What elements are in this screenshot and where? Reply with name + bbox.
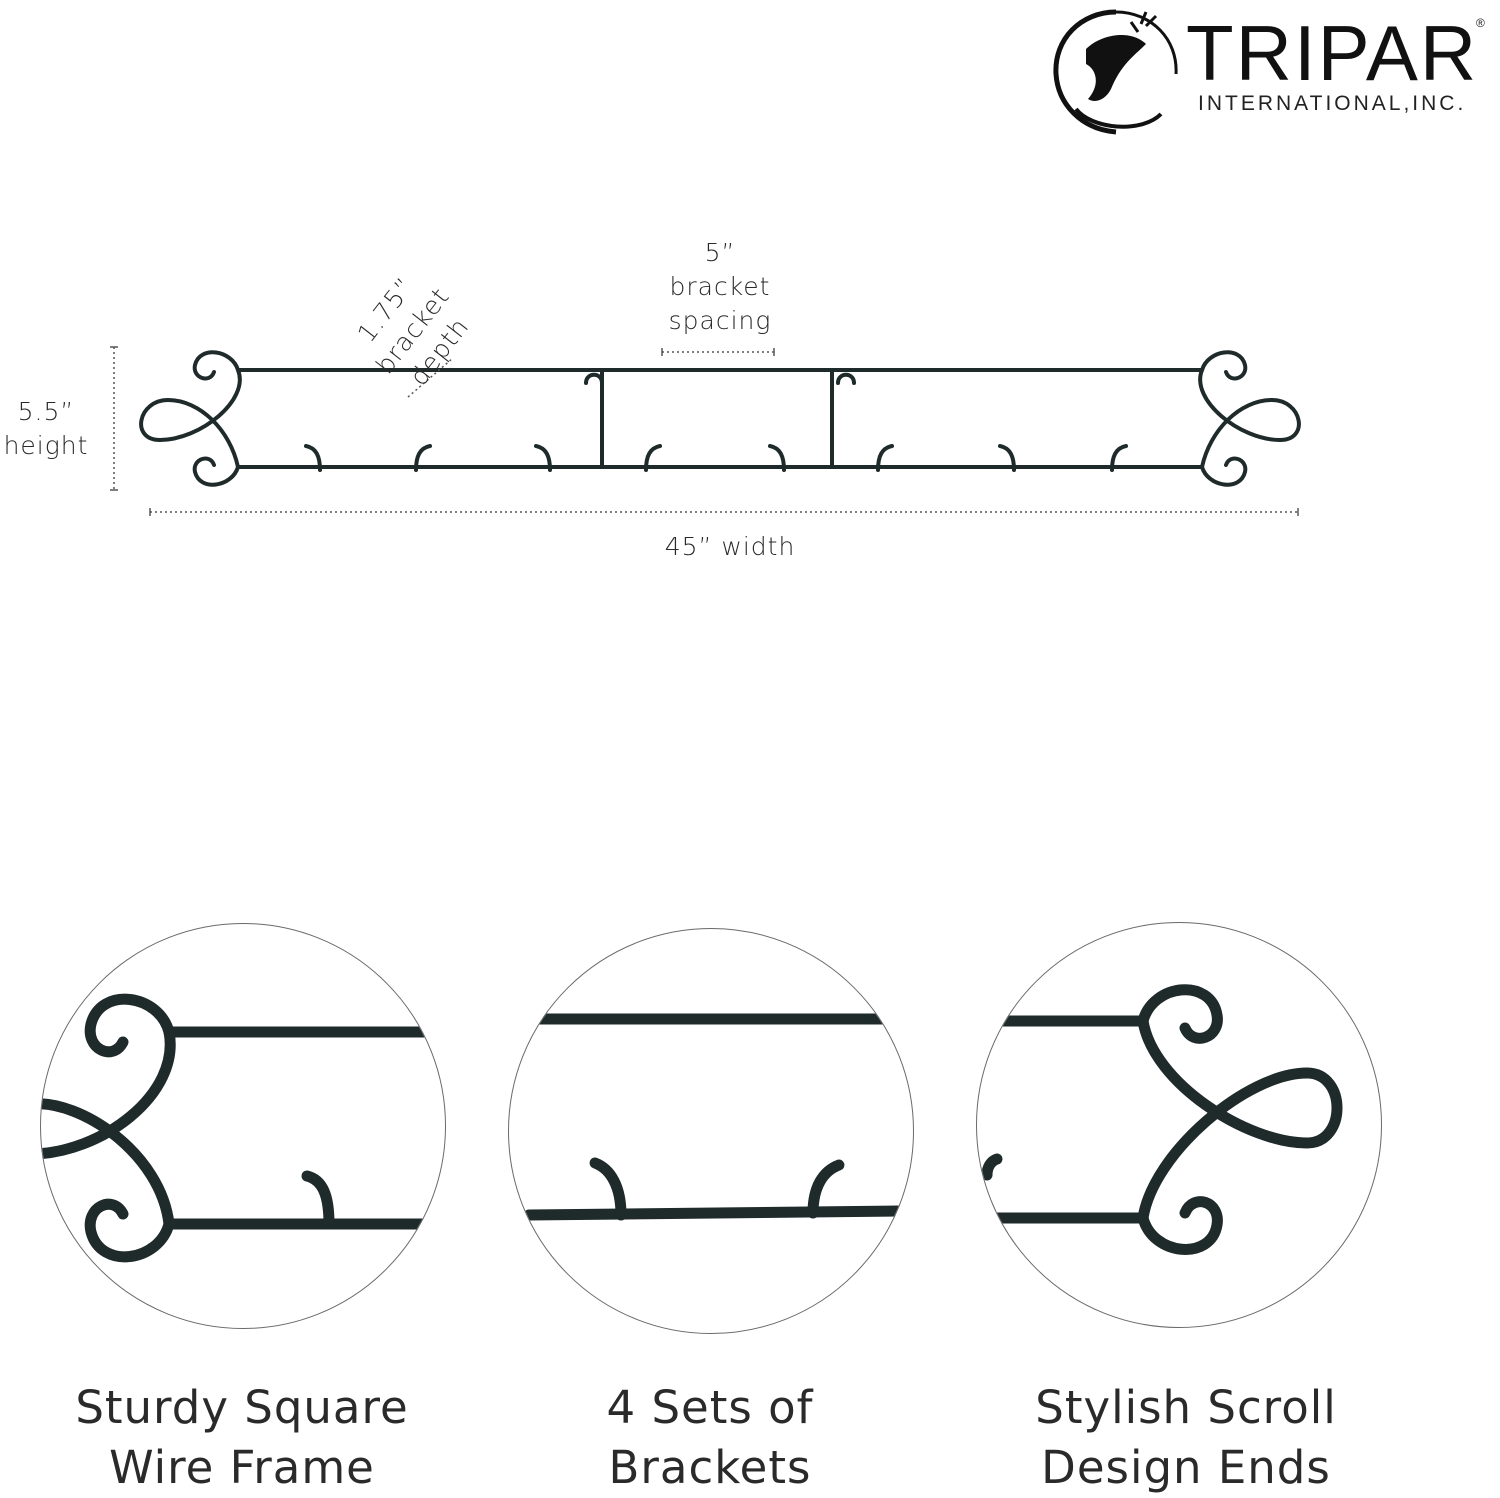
registered-mark: ® [1476,16,1485,30]
deer-emblem-icon [1053,9,1178,135]
feature-caption-line-1: Stylish Scroll [1035,1381,1337,1434]
frame-detail-image [41,993,445,1263]
rack-frame [139,350,1301,487]
brand-logo: TRIPAR ® INTERNATIONAL,INC. [1046,4,1496,139]
feature-caption-line-2: Design Ends [1041,1441,1331,1494]
detail-brackets-circle [508,928,914,1334]
detail-frame-circle [40,923,446,1329]
dimension-lines [110,346,1299,516]
scroll-detail-image [981,984,1343,1255]
height-dimension: 5.5” height [0,395,92,463]
feature-caption-brackets: 4 Sets of Brackets [490,1378,930,1498]
spacing-label-2: spacing [668,306,772,335]
feature-caption-line-1: 4 Sets of [606,1381,814,1434]
feature-caption-scroll: Stylish Scroll Design Ends [966,1378,1406,1498]
brand-subtitle: INTERNATIONAL,INC. [1198,92,1467,115]
feature-caption-line-2: Brackets [608,1441,812,1494]
feature-caption-line-2: Wire Frame [109,1441,375,1494]
height-value: 5.5” [17,397,75,426]
height-label: height [3,431,89,460]
width-dimension: 45” width [664,532,796,561]
brackets-detail-image [523,1013,905,1221]
brand-name: TRIPAR [1186,9,1479,97]
spacing-label-1: bracket [669,272,771,301]
spacing-dimension: 5” bracket spacing [640,236,800,338]
feature-caption-frame: Sturdy Square Wire Frame [22,1378,462,1498]
detail-scroll-circle [976,922,1382,1328]
plate-rack-diagram [110,346,1301,516]
spacing-value: 5” [704,238,736,267]
feature-caption-line-1: Sturdy Square [75,1381,409,1434]
